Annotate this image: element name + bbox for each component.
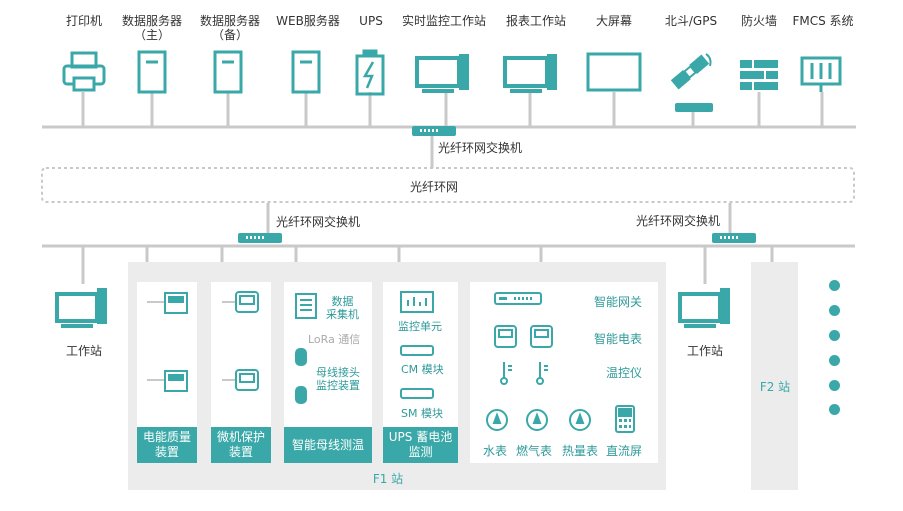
realtime-monitor-icon (415, 54, 469, 93)
left-workstation-icon (55, 288, 107, 328)
ring-label: 光纤环网 (410, 180, 459, 194)
more-dot (829, 404, 840, 415)
label-web-server: WEB服务器 (276, 14, 340, 28)
ups-monitor-unit-icon (400, 291, 434, 313)
right-workstation-icon (678, 288, 730, 328)
busbar-lora-label: LoRa 通信 (308, 333, 361, 346)
ups-monitor-unit-label: 监控单元 (398, 320, 442, 333)
micro-protection-title: 微机保护 装置 (211, 427, 271, 463)
dc-screen-label: 直流屏 (606, 444, 643, 458)
ups-cm-label: CM 模块 (401, 363, 444, 376)
server-main-icon (137, 50, 167, 94)
more-dot (829, 355, 840, 366)
label-ups: UPS (359, 14, 383, 28)
report-station-icon (503, 54, 557, 93)
label-beidou-gps: 北斗/GPS (664, 14, 718, 28)
dc-screen-icon (615, 405, 635, 433)
water-meter-label: 水表 (483, 444, 508, 458)
smart-gateway-label: 智能网关 (594, 295, 643, 309)
busbar-title: 智能母线测温 (284, 427, 372, 463)
label-data-server-main: 数据服务器 （主） (121, 14, 182, 42)
fmcs-icon (800, 56, 842, 92)
ups-title: UPS 蓄电池 监测 (383, 427, 458, 463)
more-dot (829, 330, 840, 341)
busbar-collector-label: 数据 采集机 (326, 295, 359, 321)
label-firewall: 防火墙 (740, 14, 777, 28)
firewall-icon (740, 60, 778, 90)
sm-module-icon (400, 388, 434, 399)
heat-meter-label: 热量表 (562, 444, 599, 458)
temp-controller-label: 温控仪 (606, 366, 643, 380)
web-server-icon (291, 50, 321, 94)
label-report-station: 报表工作站 (505, 14, 566, 28)
top-switch-icon (412, 126, 456, 136)
busbar-joint-icon (295, 348, 307, 404)
satellite-icon (670, 53, 713, 112)
thermometer-icon (500, 362, 548, 385)
micro-protection-device-icon (235, 291, 259, 391)
smart-gateway-icon (494, 292, 542, 305)
label-realtime-monitor: 实时监控工作站 (401, 14, 486, 28)
label-fmcs: FMCS 系统 (792, 14, 854, 28)
label-data-server-backup: 数据服务器 （备） (199, 14, 260, 42)
f2-switch-icon (712, 233, 756, 243)
power-quality-title: 电能质量 装置 (137, 427, 197, 463)
f2-switch-label: 光纤环网交换机 (636, 214, 721, 228)
data-collector-icon (295, 293, 317, 319)
cm-module-icon (400, 345, 434, 356)
f1-switch-icon (238, 233, 282, 243)
label-big-screen: 大屏幕 (595, 14, 632, 28)
server-backup-icon (213, 50, 243, 94)
gauge-icons (486, 409, 591, 431)
label-printer: 打印机 (65, 14, 102, 28)
power-quality-device-icon (164, 292, 188, 392)
smart-meter-icon (494, 325, 553, 348)
gas-meter-label: 燃气表 (516, 444, 553, 458)
right-workstation-label: 工作站 (686, 344, 723, 358)
printer-icon (62, 51, 106, 92)
big-screen-icon (586, 52, 642, 92)
busbar-joint-label: 母线接头 监控装置 (316, 366, 360, 392)
f1-switch-label: 光纤环网交换机 (276, 215, 361, 229)
f1-label: F1 站 (372, 472, 404, 486)
smart-meter-label: 智能电表 (594, 332, 643, 346)
left-workstation-label: 工作站 (65, 344, 102, 358)
top-switch-label: 光纤环网交换机 (438, 141, 523, 155)
more-dot (829, 280, 840, 291)
ups-icon (355, 49, 385, 96)
ups-sm-label: SM 模块 (401, 407, 443, 420)
f2-label: F2 站 (759, 380, 791, 394)
more-dot (829, 380, 840, 391)
more-dot (829, 305, 840, 316)
